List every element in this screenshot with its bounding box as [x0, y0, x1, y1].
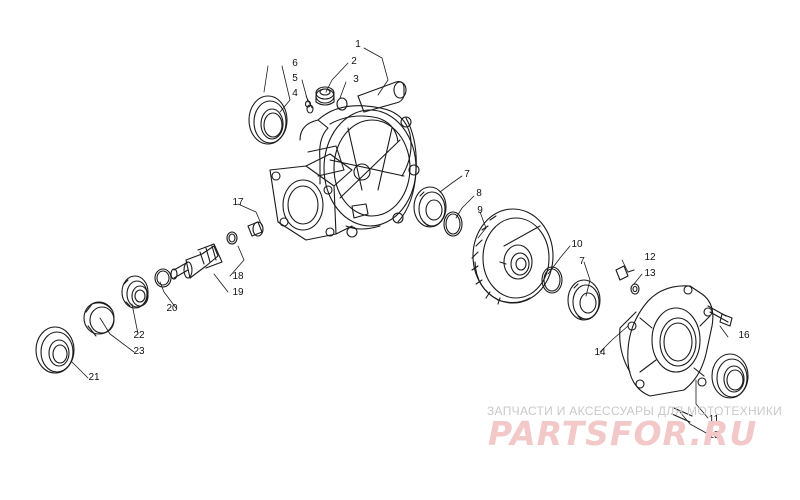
watermark-logo: PARTSFOR.RU [488, 414, 758, 453]
callout-18: 18 [232, 271, 244, 282]
washer-13 [630, 283, 640, 295]
pinion-gear-19 [170, 243, 223, 280]
callout-9: 9 [477, 205, 483, 216]
callout-13: 13 [644, 268, 656, 279]
callout-15: 15 [708, 430, 720, 441]
end-cover-14 [619, 285, 714, 397]
callout-17: 17 [232, 197, 244, 208]
o-ring-3 [336, 97, 348, 111]
callout-7-right: 7 [579, 256, 585, 267]
callout-20: 20 [166, 303, 178, 314]
bolt-15 [671, 407, 693, 423]
shim-8 [443, 211, 463, 237]
callout-19: 19 [232, 287, 244, 298]
callout-4: 4 [292, 88, 298, 99]
callout-16: 16 [738, 330, 750, 341]
bearing-22 [121, 275, 149, 309]
callout-1: 1 [355, 39, 361, 50]
callout-2: 2 [351, 56, 357, 67]
callout-11: 11 [708, 414, 720, 425]
seal-21 [35, 326, 75, 374]
bushing-17 [247, 221, 264, 237]
shim-10 [541, 266, 563, 294]
callout-5: 5 [292, 73, 298, 84]
watermark-subtitle: ЗАПЧАСТИ И АКСЕССУАРЫ ДЛЯ МОТОТЕХНИКИ [487, 404, 783, 418]
callout-8: 8 [476, 188, 482, 199]
main-housing [269, 81, 420, 241]
seal-11 [711, 353, 749, 399]
callout-21: 21 [88, 372, 100, 383]
o-ring-20 [154, 268, 172, 288]
callout-12: 12 [644, 252, 656, 263]
leader-lines [71, 47, 729, 435]
callout-3: 3 [353, 74, 359, 85]
bolt-12 [615, 265, 635, 281]
seal-6 [248, 95, 288, 145]
snap-ring-18 [226, 231, 238, 245]
bearing-7-left [413, 186, 447, 228]
callout-6: 6 [292, 58, 298, 69]
breather-fitting-2 [315, 86, 335, 106]
callout-10: 10 [571, 239, 583, 250]
washer-5 [304, 100, 312, 108]
callout-22: 22 [133, 330, 145, 341]
callout-14: 14 [594, 347, 606, 358]
bearing-7-right [567, 279, 601, 321]
ring-gear-9 [471, 208, 554, 305]
callout-7-left: 7 [464, 169, 470, 180]
bearing-race-23 [83, 301, 115, 337]
callout-23: 23 [133, 346, 145, 357]
